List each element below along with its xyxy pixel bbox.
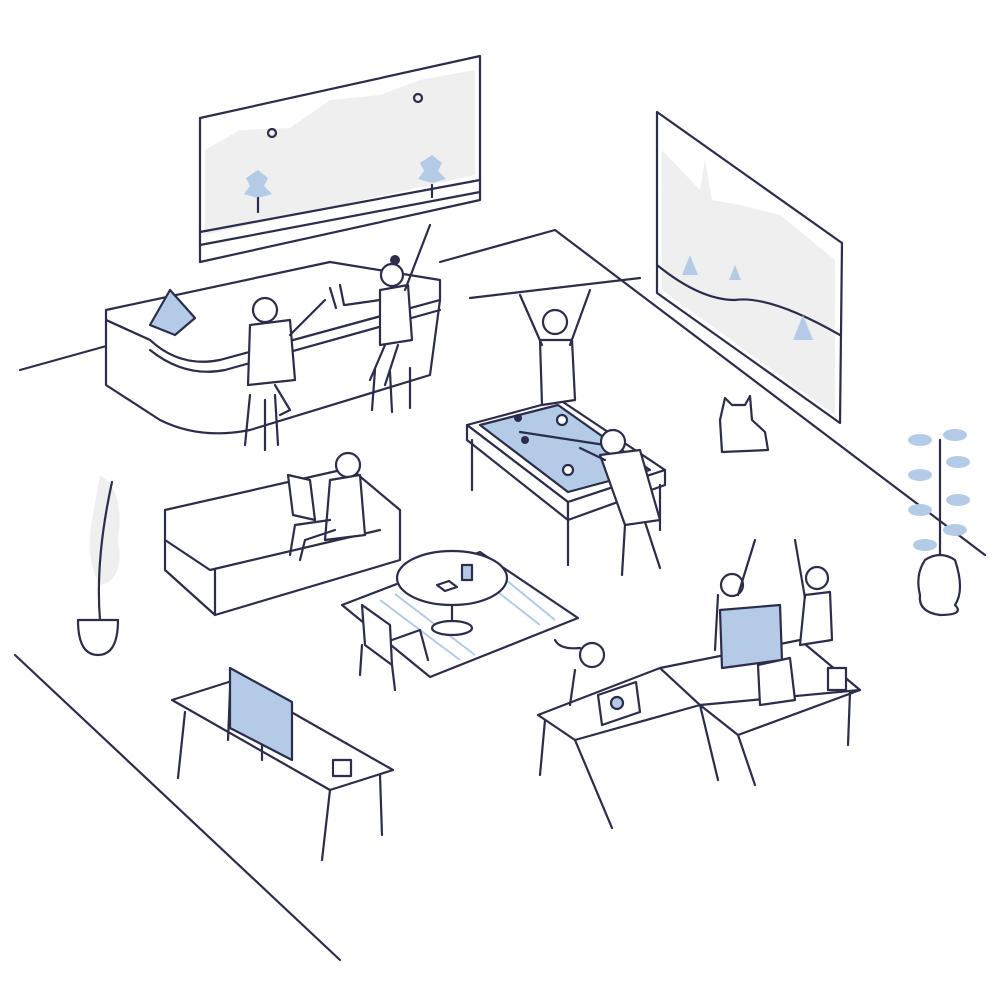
chair: [358, 603, 430, 692]
laptop-desk-right: [756, 656, 797, 707]
person-playing-pool: [578, 428, 662, 577]
monitor-front-left: [228, 666, 294, 762]
laptop-sofa: [286, 473, 317, 522]
person-bar-left: [243, 296, 327, 452]
sofa: [163, 466, 402, 617]
desk-front-left: [170, 666, 395, 862]
window-right: [655, 110, 844, 425]
plant-left: [76, 475, 120, 657]
room-outline: [13, 228, 987, 962]
desk-right: [536, 603, 862, 830]
person-bar-right: [328, 223, 432, 414]
cat: [718, 394, 770, 454]
monitor-desk-right: [718, 603, 784, 670]
coffee-cup: [460, 563, 474, 582]
person-desk-cheering-1: [713, 538, 757, 652]
plant-right: [908, 429, 970, 617]
mug-front-left: [331, 758, 353, 778]
mug-desk-right: [826, 666, 848, 692]
person-desk-cheering-2: [793, 538, 834, 647]
window-left: [198, 54, 482, 264]
laptop-bar: [148, 288, 197, 337]
person-sofa-laptop: [286, 451, 367, 562]
person-cheering-pool: [518, 288, 592, 407]
phone: [435, 579, 459, 593]
round-table: [395, 549, 509, 637]
cue-stick-wall: [468, 276, 642, 300]
person-desk-thinking: [553, 638, 606, 707]
